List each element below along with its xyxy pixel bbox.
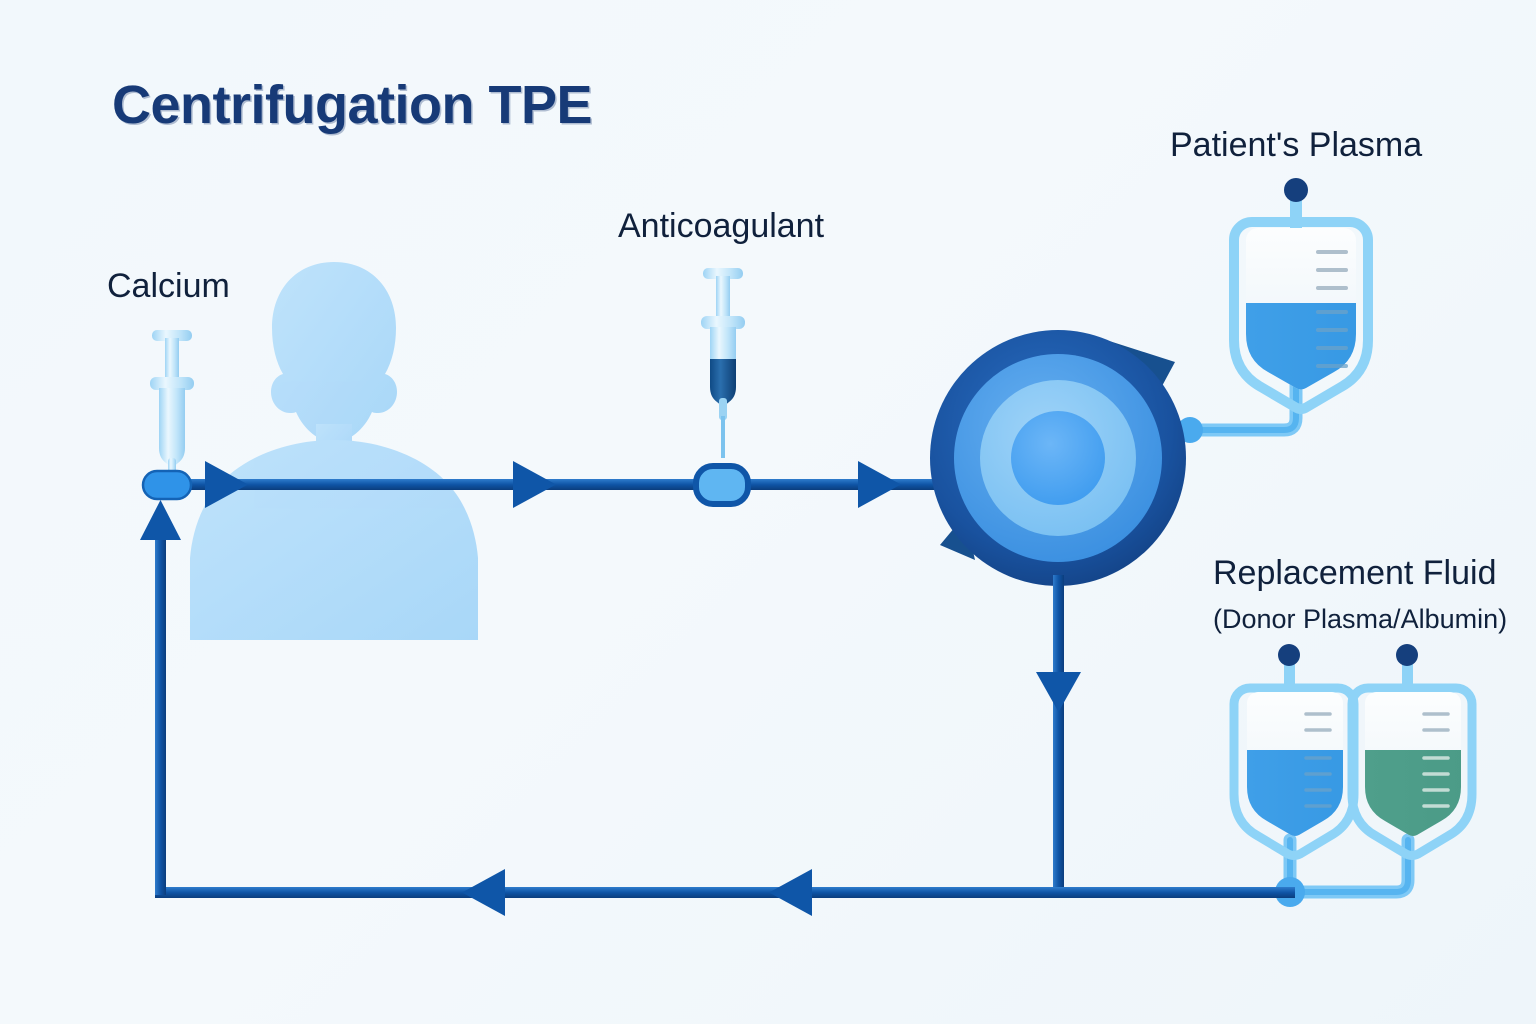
bag-cap-dot [1278, 644, 1300, 666]
bag-graduations [1316, 250, 1348, 290]
flow-arrow-draw-2 [513, 461, 556, 508]
anticoagulant-syringe [701, 268, 745, 458]
bag-graduations [1422, 712, 1450, 732]
flow-arrow-up [140, 500, 181, 540]
label-patients-plasma: Patient's Plasma [1170, 126, 1423, 164]
vascular-access-port [141, 469, 193, 501]
return-line-bottom [155, 869, 1295, 916]
label-anticoagulant: Anticoagulant [618, 207, 825, 245]
patients-plasma-bag [1229, 178, 1373, 414]
albumin-bag [1347, 644, 1477, 860]
bag-cap-dot [1284, 178, 1308, 202]
label-replacement-fluid-sub: (Donor Plasma/Albumin) [1213, 604, 1508, 634]
label-replacement-fluid: Replacement Fluid [1213, 554, 1497, 592]
flow-arrow-draw-1 [205, 461, 248, 508]
centrifuge-core [1011, 411, 1105, 505]
draw-line [150, 461, 948, 508]
flow-arrow-return-1 [462, 869, 505, 916]
centrifuge-rotor [930, 330, 1186, 586]
flow-arrow-return-2 [769, 869, 812, 916]
flow-arrow-down [1036, 672, 1081, 712]
flow-arrow-draw-3 [858, 461, 901, 508]
label-calcium: Calcium [107, 267, 230, 305]
waste-down-line [1036, 575, 1081, 897]
replacement-fluid-tubes [1275, 833, 1415, 907]
patient-silhouette [190, 262, 478, 640]
bag-graduations [1304, 712, 1332, 732]
anticoagulant-fluid [710, 359, 736, 407]
bag-cap-dot [1396, 644, 1418, 666]
page-title: Centrifugation TPE [112, 75, 592, 135]
return-line-left [140, 500, 181, 895]
inline-tubing-connector [693, 463, 751, 507]
